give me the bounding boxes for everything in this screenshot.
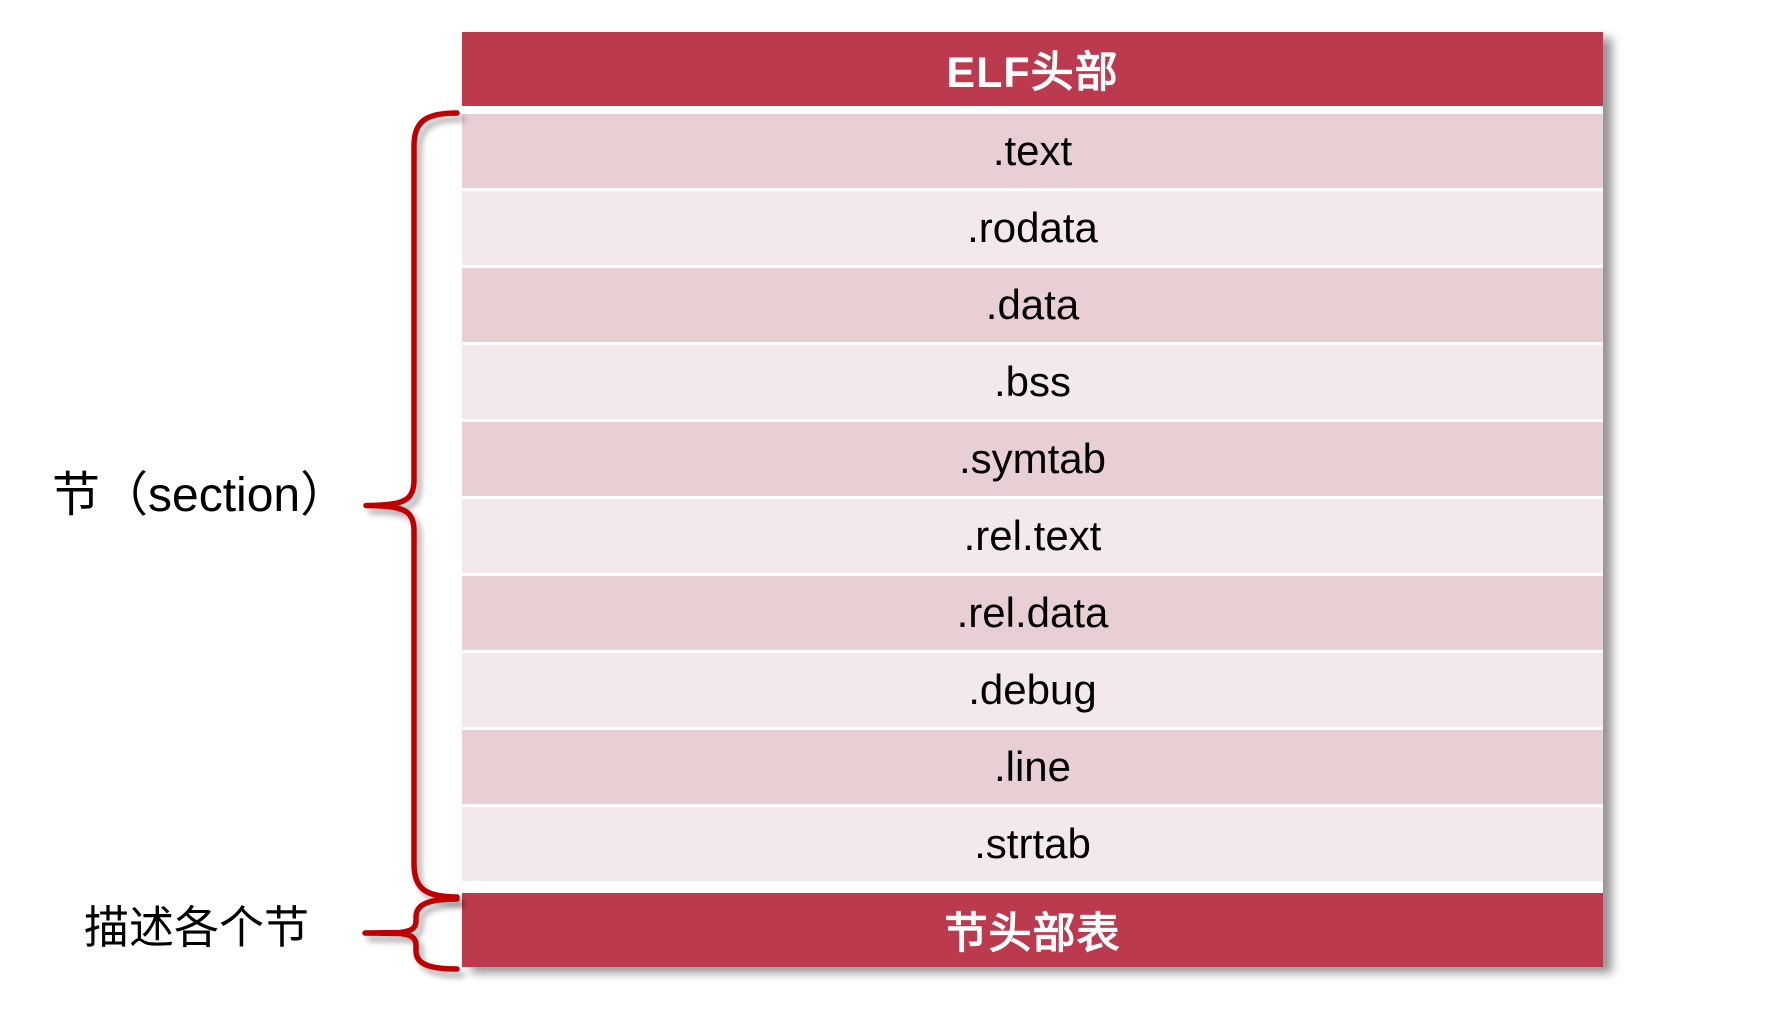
elf-header-band: ELF头部 xyxy=(462,32,1603,106)
footer-brace-icon xyxy=(362,896,460,972)
elf-file-table: ELF头部 .text .rodata .data .bss .symtab .… xyxy=(462,32,1603,967)
section-row-rel-data: .rel.data xyxy=(462,576,1603,650)
section-row-data: .data xyxy=(462,268,1603,342)
section-row-rodata: .rodata xyxy=(462,191,1603,265)
section-header-table-band: 节头部表 xyxy=(462,893,1603,967)
section-row-strtab: .strtab xyxy=(462,807,1603,881)
section-row-line: .line xyxy=(462,730,1603,804)
section-row-bss: .bss xyxy=(462,345,1603,419)
sections-brace-label: 节（section） xyxy=(52,469,349,522)
footer-brace-label: 描述各个节 xyxy=(84,902,310,953)
section-row-debug: .debug xyxy=(462,653,1603,727)
section-row-rel-text: .rel.text xyxy=(462,499,1603,573)
section-rows: .text .rodata .data .bss .symtab .rel.te… xyxy=(462,114,1603,881)
sections-brace-icon xyxy=(363,110,460,900)
section-row-symtab: .symtab xyxy=(462,422,1603,496)
section-row-text: .text xyxy=(462,114,1603,188)
